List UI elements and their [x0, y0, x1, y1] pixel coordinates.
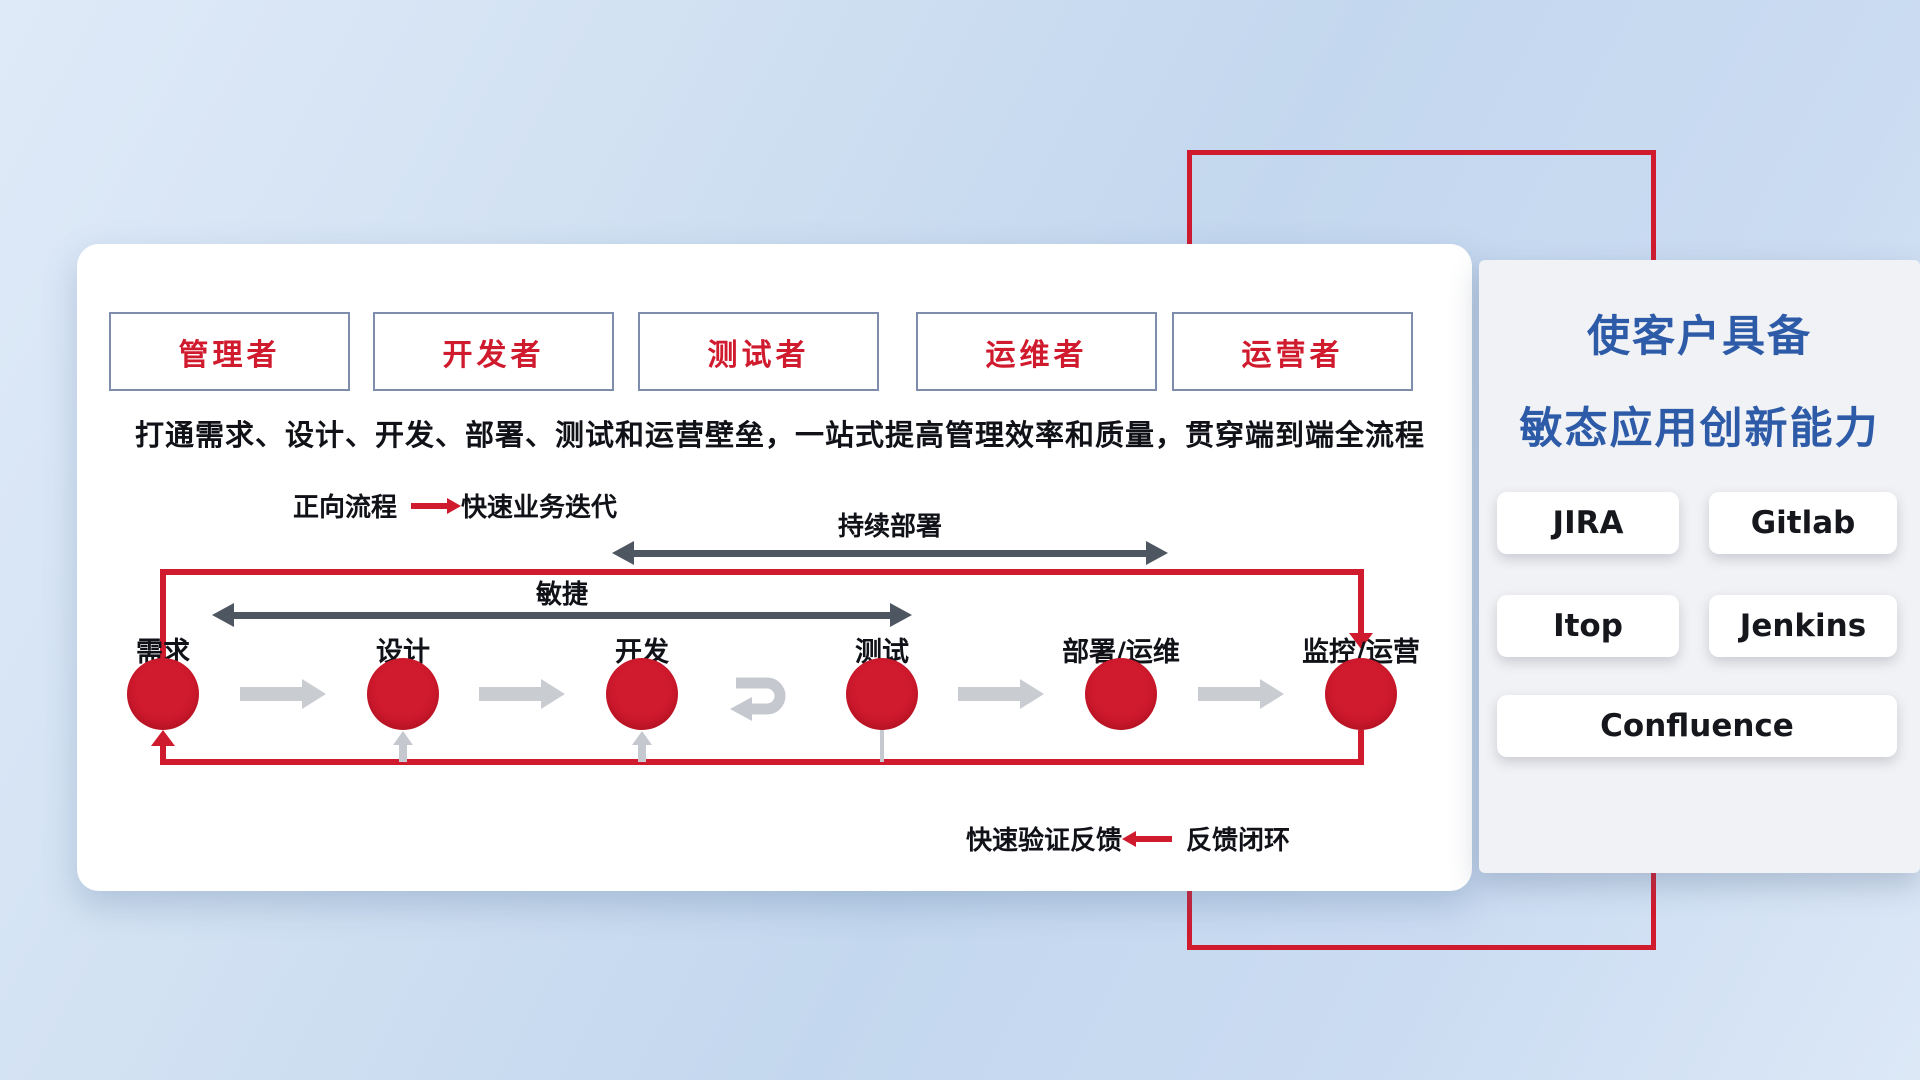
- role-label: 管理者: [178, 337, 281, 373]
- forward-arrow-icon: [411, 497, 462, 514]
- stage-node-design: [367, 658, 439, 730]
- role-label: 测试者: [707, 337, 810, 373]
- capability-panel: 使客户具备 敏态应用创新能力 JIRA Gitlab Itop Jenkins …: [1479, 260, 1920, 873]
- agile-label: 敏捷: [535, 580, 588, 610]
- stage-node-requirement: [127, 658, 199, 730]
- flow-arrow-icon: [1198, 679, 1284, 709]
- feedback-up-arrowhead-icon: [632, 731, 652, 745]
- continuous-deploy-arrow-icon: [612, 541, 1168, 565]
- forward-loop-arrowhead-icon: [1349, 633, 1373, 649]
- headline-text: 打通需求、设计、开发、部署、测试和运营壁垒，一站式提高管理效率和质量，贯穿端到端…: [135, 418, 1426, 452]
- panel-title-line1: 使客户具备: [1587, 312, 1812, 362]
- iteration-loop-icon: [730, 677, 786, 721]
- stage-node-monitor-ops: [1325, 658, 1397, 730]
- panel-title-line2: 敏态应用创新能力: [1519, 404, 1880, 454]
- role-box-operator: 运营者: [1172, 312, 1413, 391]
- feedback-up-arrowhead-icon: [393, 731, 413, 745]
- role-label: 运维者: [985, 337, 1088, 373]
- feedback-loop-right-line: [1358, 730, 1364, 765]
- role-box-manager: 管理者: [109, 312, 350, 391]
- stage-node-develop: [606, 658, 678, 730]
- legend-feedback-label: 快速验证反馈: [966, 826, 1123, 856]
- continuous-deploy-label: 持续部署: [837, 512, 942, 542]
- legend-forward-value: 快速业务迭代: [461, 493, 618, 523]
- flow-arrow-icon: [479, 679, 565, 709]
- forward-loop-left-line: [160, 569, 166, 659]
- legend-feedback: 快速验证反馈 反馈闭环: [966, 820, 1290, 857]
- legend-forward: 正向流程 快速业务迭代: [293, 487, 617, 524]
- feedback-loop-left-line: [160, 744, 166, 765]
- feedback-connector-line: [880, 730, 884, 762]
- flow-arrow-icon: [240, 679, 326, 709]
- forward-loop-top-line: [160, 569, 1364, 575]
- role-box-ops: 运维者: [916, 312, 1157, 391]
- feedback-loop-bottom-line: [160, 759, 1364, 765]
- feedback-loop-arrowhead-icon: [151, 730, 175, 746]
- tool-badge-itop: Itop: [1497, 595, 1679, 657]
- stage-node-test: [846, 658, 918, 730]
- role-label: 运营者: [1241, 337, 1344, 373]
- tool-badge-jenkins: Jenkins: [1709, 595, 1897, 657]
- devops-process-card: 管理者 开发者 测试者 运维者 运营者 打通需求、设计、开发、部署、测试和运营壁…: [77, 244, 1472, 891]
- flow-arrow-icon: [958, 679, 1044, 709]
- role-label: 开发者: [442, 337, 545, 373]
- stage-node-deploy-ops: [1085, 658, 1157, 730]
- tool-badge-confluence: Confluence: [1497, 695, 1897, 757]
- tool-badge-jira: JIRA: [1497, 492, 1679, 554]
- tool-badge-gitlab: Gitlab: [1709, 492, 1897, 554]
- feedback-up-arrow-icon: [399, 745, 407, 762]
- agile-arrow-icon: [212, 603, 912, 627]
- feedback-up-arrow-icon: [638, 745, 646, 762]
- legend-forward-label: 正向流程: [293, 493, 398, 523]
- role-box-developer: 开发者: [373, 312, 614, 391]
- forward-loop-right-line: [1358, 569, 1364, 633]
- feedback-arrow-icon: [1122, 830, 1173, 847]
- role-box-tester: 测试者: [638, 312, 879, 391]
- legend-feedback-value: 反馈闭环: [1186, 826, 1291, 856]
